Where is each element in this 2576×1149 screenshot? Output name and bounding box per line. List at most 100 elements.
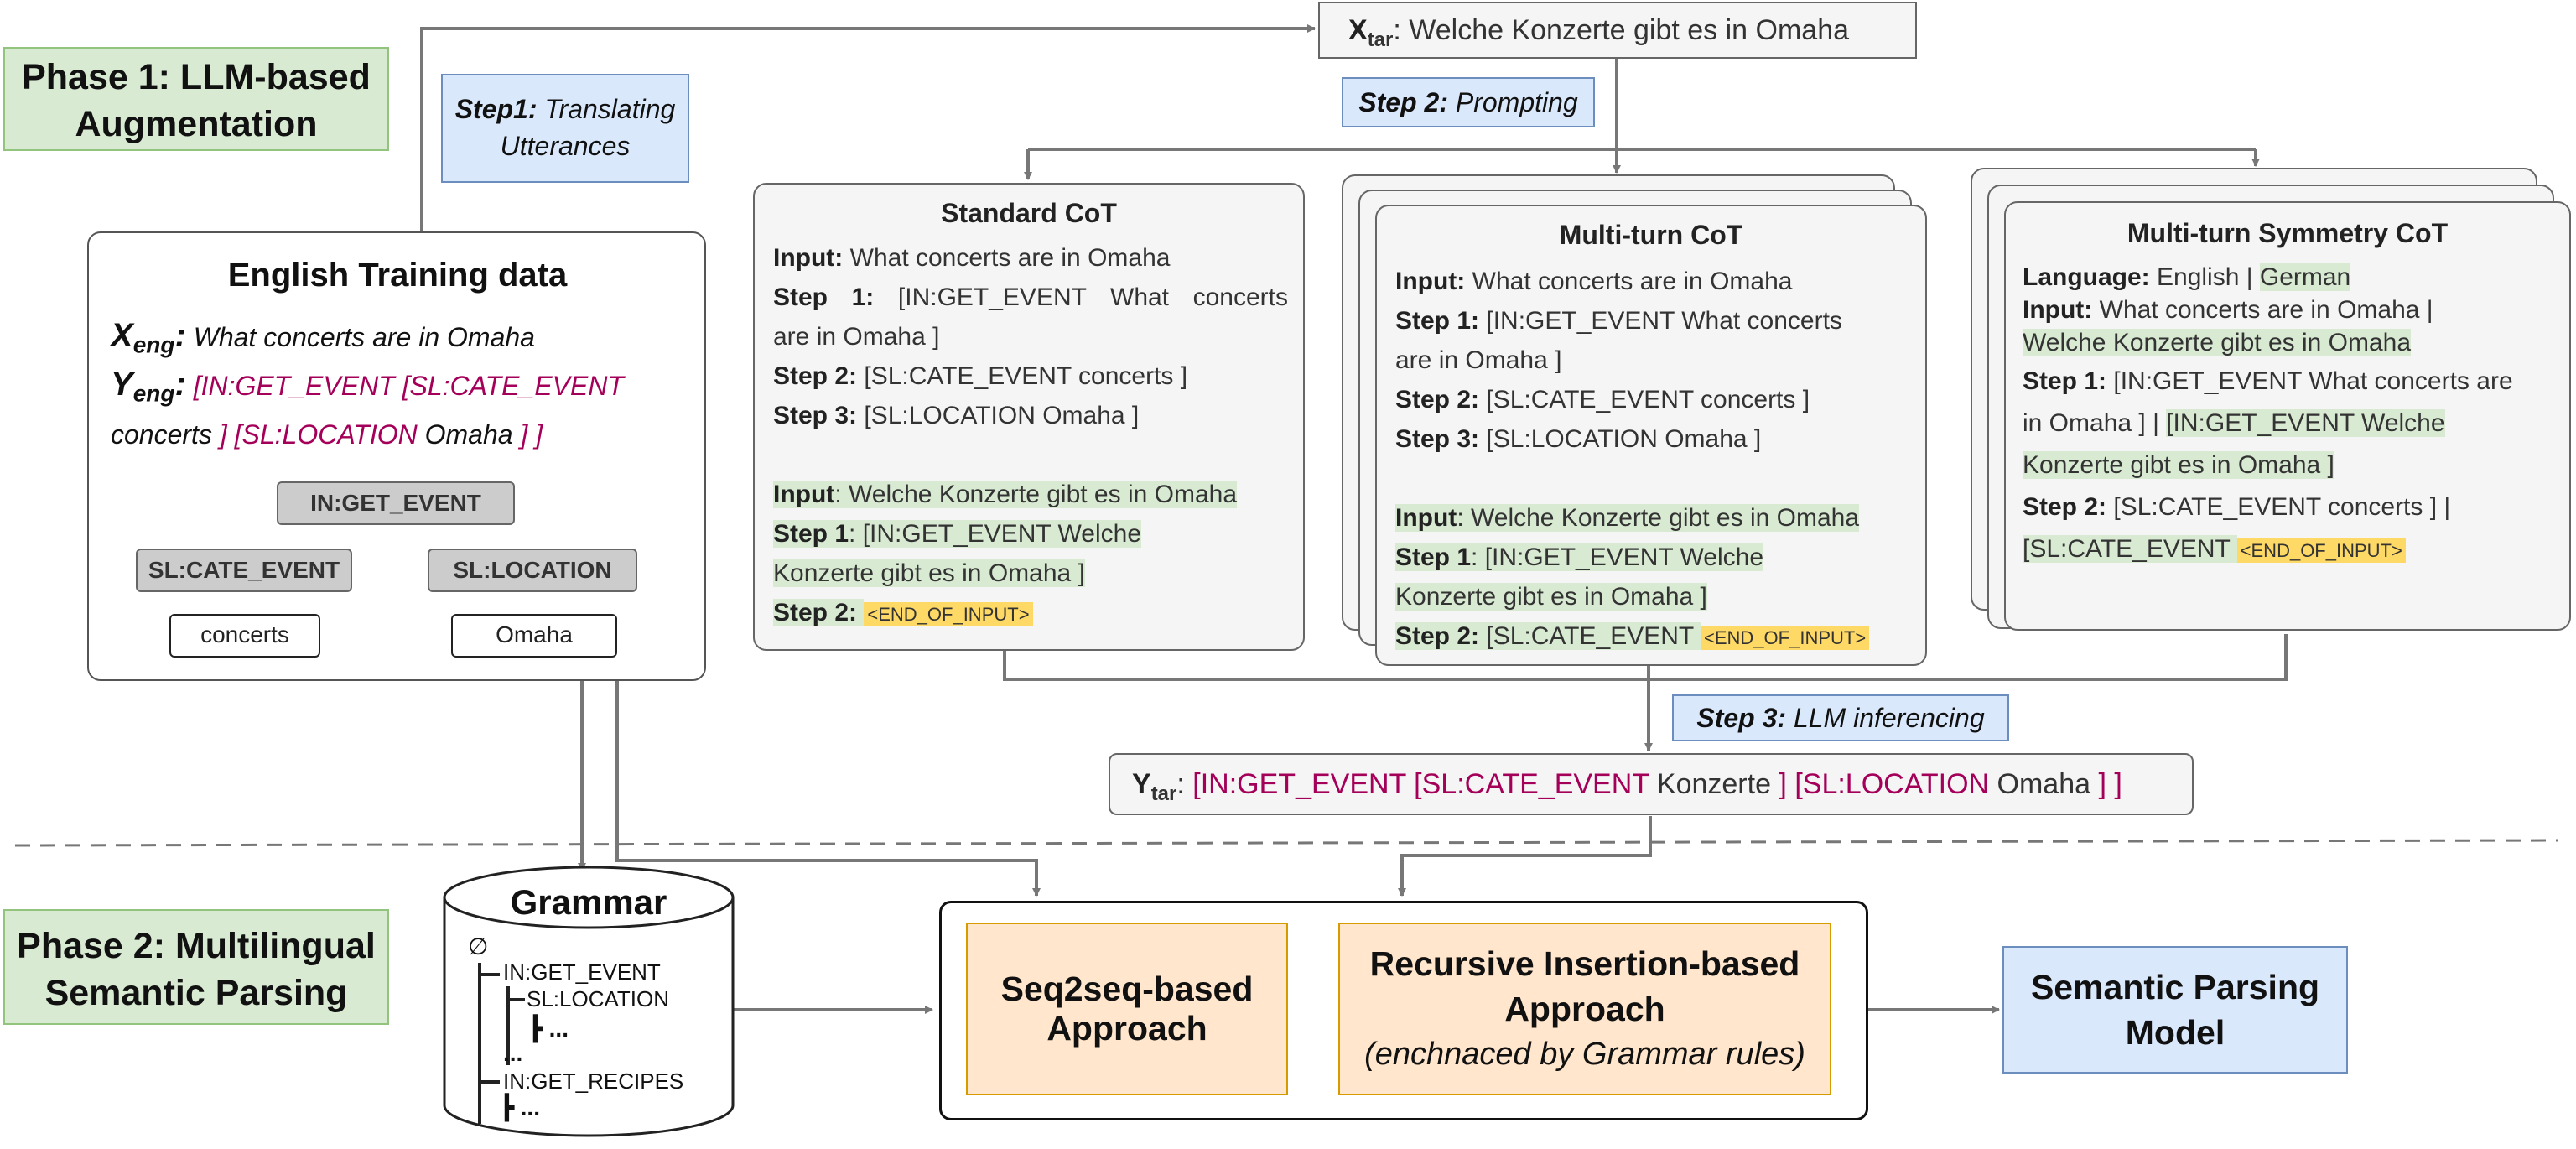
grammar-l6: ┣ ... bbox=[500, 1094, 540, 1120]
english-x-line: Xeng: What concerts are in Omaha bbox=[111, 317, 535, 358]
recursive-line3: (enchnaced by Grammar rules) bbox=[1364, 1037, 1805, 1072]
arrow-standard-merge bbox=[1003, 634, 2288, 681]
tree-right-leaf: Omaha bbox=[451, 614, 617, 658]
multiturn-l4-bold: Step 2: bbox=[1395, 386, 1480, 413]
standard-l4: [SL:CATE_EVENT concerts ] bbox=[857, 362, 1188, 390]
ytar-p5: ] ] bbox=[2090, 768, 2122, 800]
standard-l6-bold: Input bbox=[773, 481, 835, 508]
multiturn-l1: What concerts are in Omaha bbox=[1465, 268, 1793, 295]
grammar-l3: ┣ ... bbox=[528, 1016, 569, 1042]
phase-2-label: Phase 2: Multilingual Semantic Parsing bbox=[3, 909, 389, 1025]
standard-l5: [SL:LOCATION Omaha ] bbox=[857, 402, 1140, 429]
multiturn-l4: [SL:CATE_EVENT concerts ] bbox=[1479, 386, 1810, 413]
symmetry-lines: Language: English | German Input: What c… bbox=[2023, 260, 2559, 572]
arrow-english-to-approach bbox=[615, 681, 1041, 897]
english-x-colon: : bbox=[174, 317, 186, 354]
symmetry-l1-bold: Language: bbox=[2023, 263, 2150, 291]
standard-l7: : [IN:GET_EVENT Welche bbox=[849, 520, 1142, 548]
multiturn-lines: Input: What concerts are in Omaha Step 1… bbox=[1395, 262, 1910, 658]
standard-l7-bold: Step 1 bbox=[773, 520, 849, 548]
grammar-empty-symbol: ∅ bbox=[468, 933, 489, 959]
symmetry-l8-hl: [SL:CATE_EVENT bbox=[2023, 535, 2237, 563]
english-y-text2b: ] [SL:LOCATION bbox=[211, 419, 418, 450]
ytar-p4: Omaha bbox=[1989, 768, 2091, 800]
english-y-sub: eng bbox=[132, 380, 175, 407]
step-2-label: Step 2: Prompting bbox=[1342, 77, 1595, 127]
symmetry-l7: [SL:CATE_EVENT concerts ] | bbox=[2106, 493, 2451, 521]
symmetry-l2-bold: Input: bbox=[2023, 296, 2093, 324]
standard-l9-bold: Step 2: bbox=[773, 599, 858, 626]
multiturn-end-token: <END_OF_INPUT> bbox=[1701, 626, 1870, 650]
tree-left-node: SL:CATE_EVENT bbox=[136, 549, 352, 592]
ytar-sub: tar bbox=[1150, 782, 1177, 805]
semantic-parsing-model-box: Semantic Parsing Model bbox=[2002, 946, 2348, 1074]
multiturn-cot-card: Multi-turn CoT Input: What concerts are … bbox=[1375, 205, 1927, 666]
seq2seq-line2: Approach bbox=[1046, 1009, 1208, 1048]
symmetry-l3-hl: Welche Konzerte gibt es in Omaha bbox=[2023, 329, 2412, 356]
multiturn-title: Multi-turn CoT bbox=[1559, 220, 1743, 250]
recursive-approach-box: Recursive Insertion-based Approach (ench… bbox=[1338, 923, 1831, 1095]
phase-1-label: Phase 1: LLM-based Augmentation bbox=[3, 47, 389, 151]
grammar-l2: SL:LOCATION bbox=[527, 986, 670, 1011]
multiturn-l8: Konzerte gibt es in Omaha ] bbox=[1395, 583, 1707, 611]
standard-end-token: <END_OF_INPUT> bbox=[864, 602, 1033, 626]
step-2-text: Prompting bbox=[1447, 87, 1578, 117]
standard-l2-bold: Step 1: bbox=[773, 283, 875, 311]
grammar-l1: IN:GET_EVENT bbox=[503, 959, 661, 985]
multiturn-l6: : Welche Konzerte gibt es in Omaha bbox=[1457, 504, 1860, 532]
multiturn-l2-bold: Step 1: bbox=[1395, 307, 1480, 335]
recursive-line1: Recursive Insertion-based bbox=[1369, 944, 1800, 983]
standard-l1: What concerts are in Omaha bbox=[843, 244, 1171, 272]
phase-1-line1: Phase 1: LLM-based bbox=[22, 57, 371, 97]
english-y-colon: : bbox=[174, 366, 186, 403]
ytar-label: Y bbox=[1132, 768, 1151, 800]
grammar-l4: ... bbox=[503, 1040, 523, 1066]
arrow-ytar-to-recursive bbox=[1398, 816, 1652, 897]
multiturn-l6-bold: Input bbox=[1395, 504, 1457, 532]
standard-l2: [IN:GET_EVENT What concerts bbox=[874, 283, 1288, 311]
phase-1-line2: Augmentation bbox=[75, 104, 318, 144]
symmetry-end-token: <END_OF_INPUT> bbox=[2236, 538, 2406, 563]
step-2-bold: Step 2: bbox=[1358, 87, 1448, 117]
standard-title: Standard CoT bbox=[941, 198, 1117, 228]
english-x-sub: eng bbox=[132, 331, 175, 358]
recursive-line2: Approach bbox=[1504, 990, 1665, 1028]
multiturn-l1-bold: Input: bbox=[1395, 268, 1466, 295]
grammar-l5: IN:GET_RECIPES bbox=[503, 1068, 684, 1094]
symmetry-l6-hl: Konzerte gibt es in Omaha ] bbox=[2023, 451, 2334, 479]
ytar-p2: Konzerte bbox=[1649, 768, 1771, 800]
multiturn-l9: [SL:CATE_EVENT bbox=[1479, 622, 1701, 650]
standard-l6: : Welche Konzerte gibt es in Omaha bbox=[834, 481, 1238, 508]
model-line2: Model bbox=[2125, 1013, 2225, 1052]
symmetry-title: Multi-turn Symmetry CoT bbox=[2127, 218, 2449, 248]
multiturn-l7-bold: Step 1 bbox=[1395, 543, 1472, 571]
multiturn-l5-bold: Step 3: bbox=[1395, 425, 1480, 453]
multiturn-l2: [IN:GET_EVENT What concerts bbox=[1479, 307, 1842, 335]
step-1-bold: Step1: bbox=[454, 94, 538, 124]
symmetry-l5: in Omaha ] | bbox=[2023, 409, 2167, 437]
multiturn-l7: : [IN:GET_EVENT Welche bbox=[1471, 543, 1764, 571]
multiturn-l3: are in Omaha ] bbox=[1395, 346, 1562, 374]
arrow-english-to-xtar bbox=[420, 24, 1316, 231]
symmetry-l2: What concerts are in Omaha | bbox=[2092, 296, 2433, 324]
english-y-text2c: Omaha bbox=[417, 419, 513, 450]
multiturn-l5: [SL:LOCATION Omaha ] bbox=[1479, 425, 1762, 453]
standard-lines: Input: What concerts are in Omaha Step 1… bbox=[773, 238, 1288, 634]
standard-l8: Konzerte gibt es in Omaha ] bbox=[773, 559, 1085, 587]
symmetry-l4: [IN:GET_EVENT What concerts are bbox=[2106, 367, 2513, 395]
seq2seq-line1: Seq2seq-based bbox=[1000, 970, 1254, 1008]
model-line1: Semantic Parsing bbox=[2030, 968, 2320, 1006]
english-y-text2a: concerts bbox=[111, 419, 212, 450]
phase-2-line1: Phase 2: Multilingual bbox=[17, 926, 376, 966]
english-y-line2: concerts ] [SL:LOCATION Omaha ] ] bbox=[111, 419, 543, 450]
english-y-line: Yeng: [IN:GET_EVENT [SL:CATE_EVENT bbox=[111, 366, 624, 407]
english-y-text1: [IN:GET_EVENT [SL:CATE_EVENT bbox=[185, 371, 624, 401]
symmetry-cot-card: Multi-turn Symmetry CoT Language: Englis… bbox=[2004, 201, 2571, 631]
xtar-text: : Welche Konzerte gibt es in Omaha bbox=[1393, 14, 1850, 46]
phase-divider bbox=[14, 839, 2558, 847]
english-y-label: Y bbox=[111, 366, 133, 403]
phase-2-line2: Semantic Parsing bbox=[44, 973, 348, 1013]
step-1-text2: Utterances bbox=[500, 131, 631, 161]
grammar-cylinder bbox=[443, 866, 735, 1137]
